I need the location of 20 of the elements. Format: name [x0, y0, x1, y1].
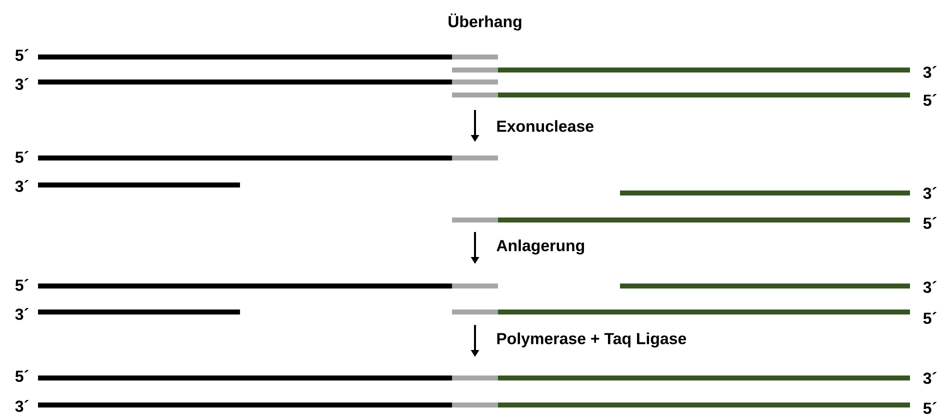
label: 5´	[923, 312, 936, 324]
label: 3´	[923, 187, 936, 199]
label: 3´	[923, 281, 936, 293]
label: 5´	[15, 370, 28, 382]
label: 3´	[15, 78, 28, 90]
label: 5´	[15, 151, 28, 163]
label: 5´	[923, 402, 936, 414]
label: 3´	[15, 180, 28, 192]
label: Exonuclease	[497, 120, 594, 132]
label: 5´	[923, 217, 936, 229]
label: 3´	[923, 66, 936, 78]
label: 5´	[923, 94, 936, 106]
label: 5´	[15, 49, 28, 61]
label: 3´	[15, 308, 28, 320]
label: Polymerase + Taq Ligase	[497, 332, 686, 348]
label: Anlagerung	[496, 240, 584, 254]
label: 3´	[15, 400, 28, 412]
label: Überhang	[448, 13, 522, 31]
label: 5´	[15, 279, 28, 291]
label: 3´	[923, 372, 936, 384]
